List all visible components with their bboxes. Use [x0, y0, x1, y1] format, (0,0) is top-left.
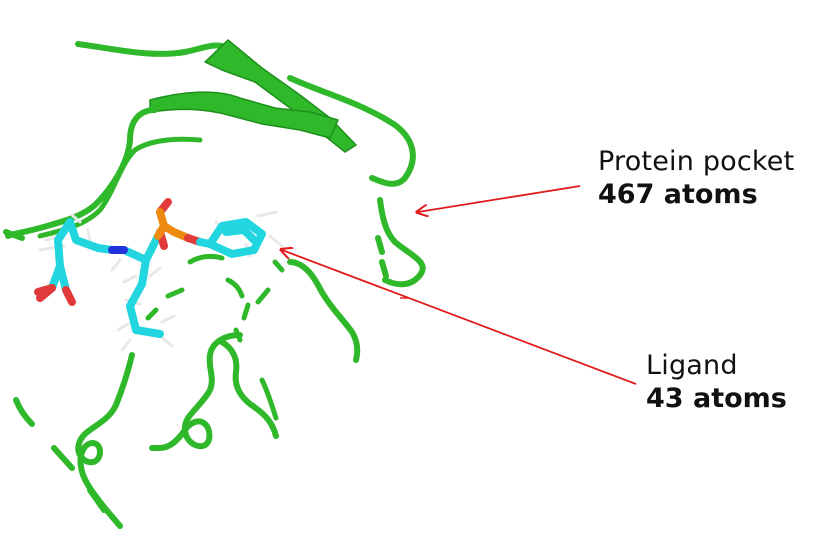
protein-loop-right-lower [377, 197, 426, 288]
protein-dash-mid-1 [187, 253, 225, 265]
protein-dash-mid-8 [272, 259, 285, 273]
protein-dash-left-2 [51, 445, 75, 471]
ligand-name: Ligand [646, 350, 738, 381]
protein-pocket-atom-count: 467 atoms [598, 178, 758, 210]
protein-loop-lower-left [75, 352, 135, 529]
protein-dash-left-1 [13, 397, 35, 427]
ligand-phosphorus-bonds [154, 208, 192, 242]
protein-segment-left-tip [3, 229, 25, 241]
protein-dash-mid-6 [241, 302, 251, 321]
ligand-pointer-arrow [282, 250, 637, 385]
ligand-label: Ligand 43 atoms [646, 350, 787, 416]
ligand-atom-count: 43 atoms [646, 382, 787, 414]
protein-dash-mid-5 [255, 287, 271, 305]
protein-dash-mid-4 [145, 307, 159, 321]
protein-segment-right-dash-1 [375, 235, 385, 255]
protein-dash-mid-2 [225, 277, 245, 299]
protein-loop-center-right [287, 259, 361, 363]
protein-beta-strand-2 [149, 91, 339, 139]
protein-loop-top [75, 41, 231, 57]
protein-pocket-label: Protein pocket 467 atoms [598, 146, 794, 212]
protein-pointer-arrow [418, 185, 581, 212]
protein-helix-lower-back [219, 339, 279, 439]
protein-segment-right-dash-2 [379, 259, 389, 279]
protein-ribbon [3, 39, 426, 529]
protein-helix-lower [149, 332, 243, 451]
protein-pocket-name: Protein pocket [598, 146, 795, 177]
protein-dash-mid-3 [165, 287, 185, 299]
protein-loop-right-upper [287, 75, 416, 187]
protein-segment-lower-mid [259, 377, 279, 421]
ligand-stick-model [34, 198, 284, 352]
ligand-carbon-bonds [48, 218, 266, 338]
protein-loop-left [5, 107, 158, 239]
ligand-ester-carbon [196, 238, 214, 248]
protein-dash-left-3 [87, 487, 107, 513]
